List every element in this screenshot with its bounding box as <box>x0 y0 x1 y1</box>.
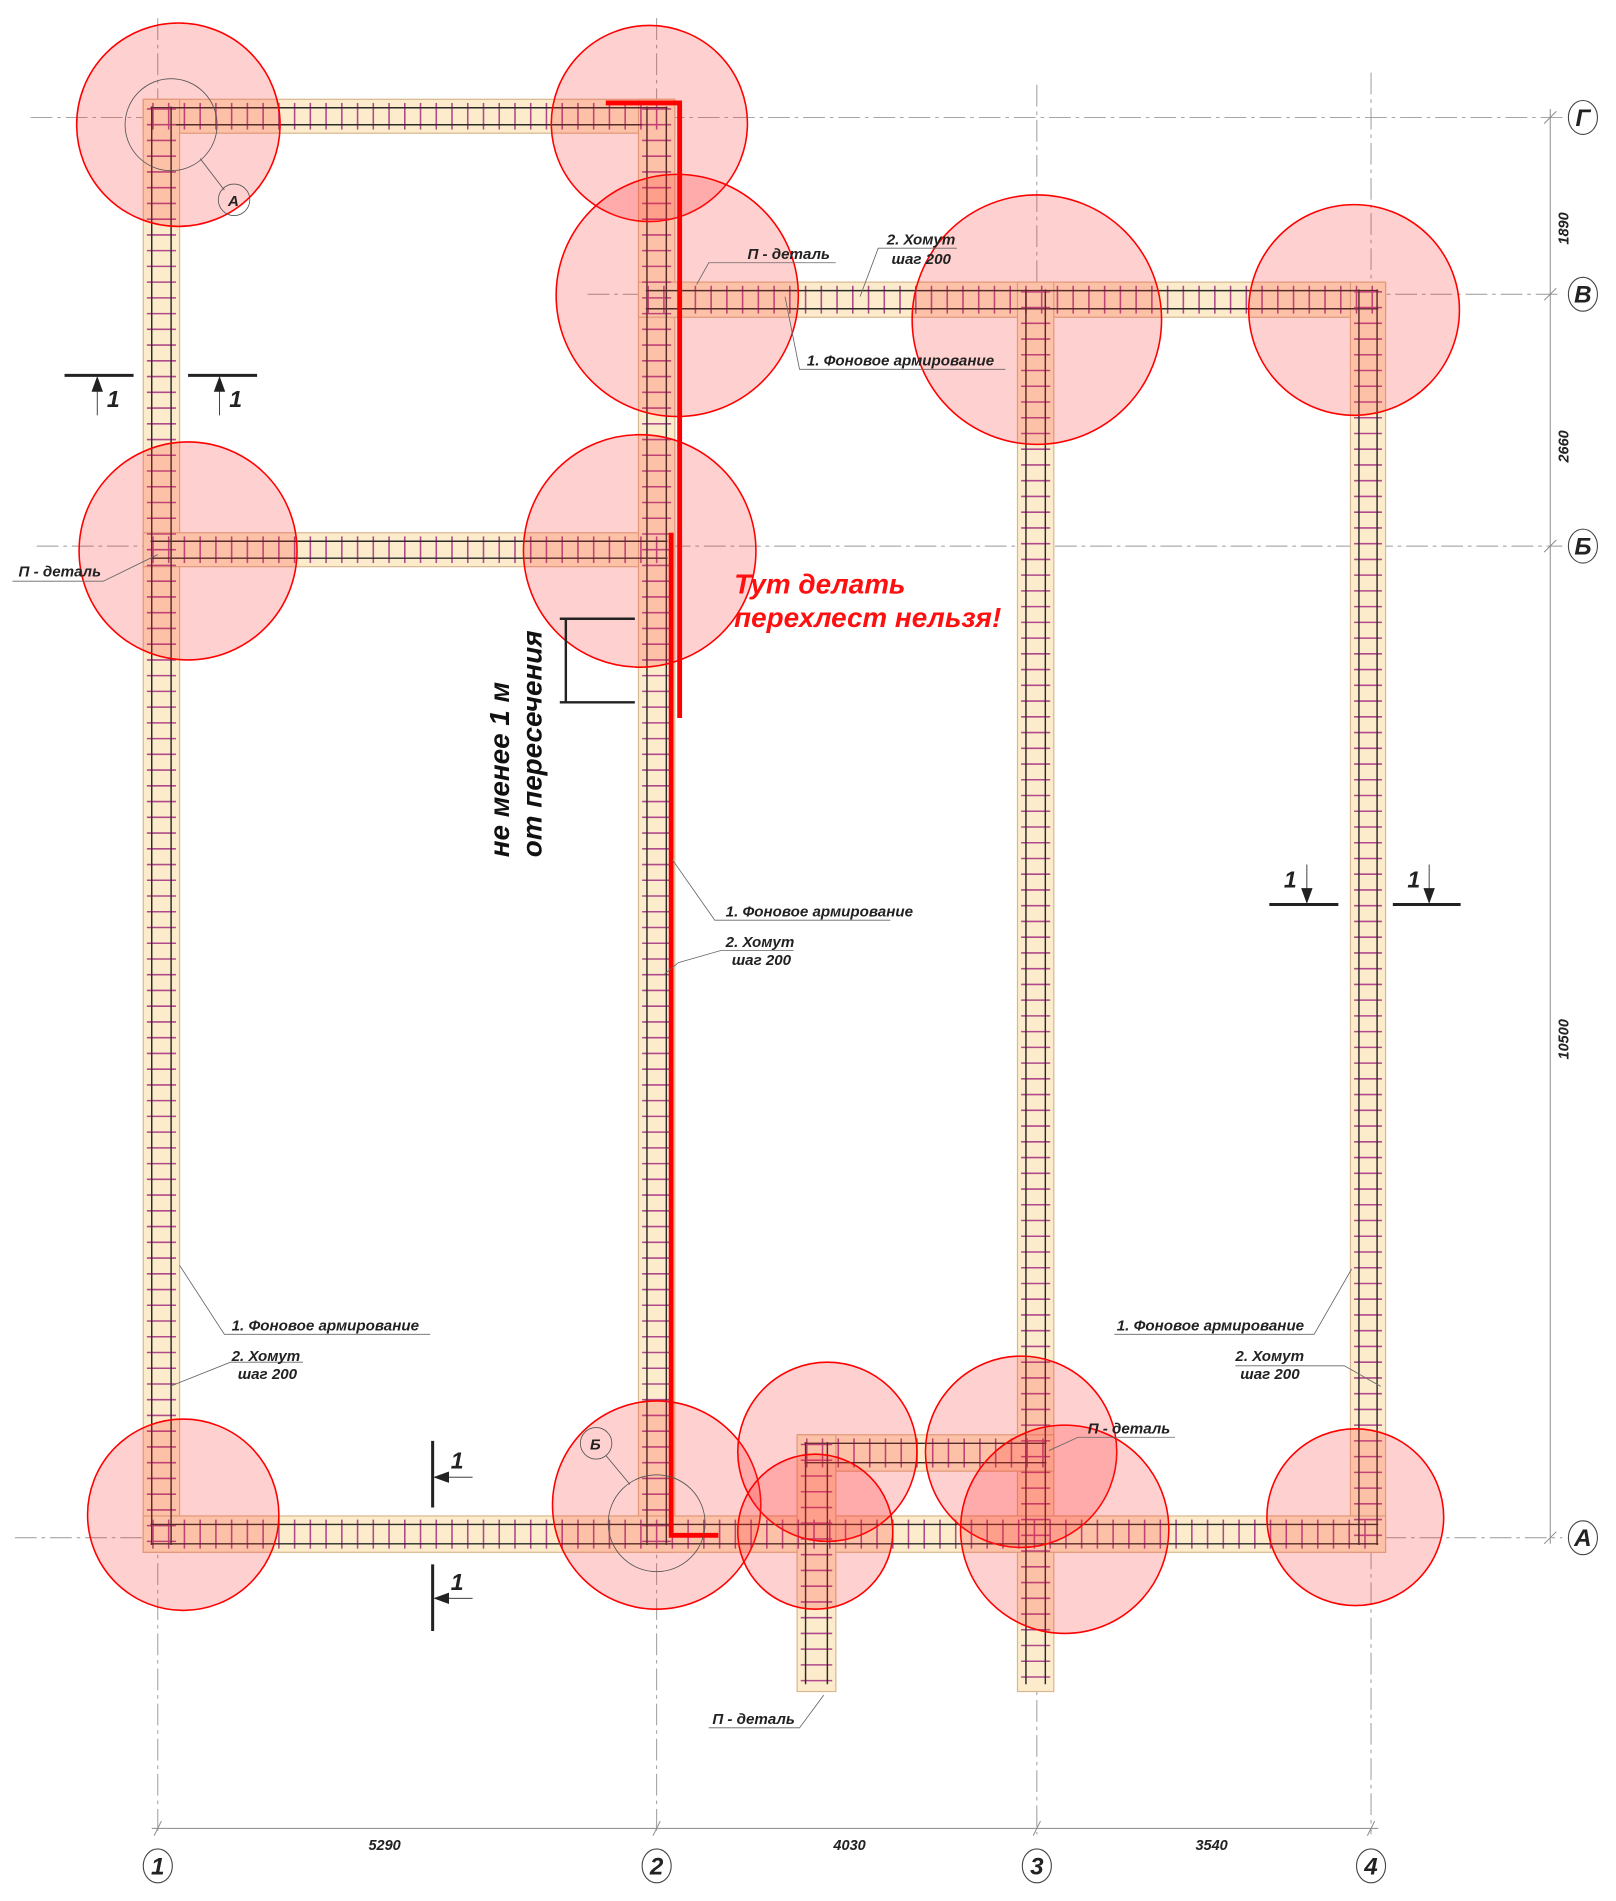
label-stirrup-step: шаг 200 <box>892 251 952 268</box>
rebar-cage <box>150 1519 1379 1549</box>
dim-bottom-2: 4030 <box>832 1838 865 1854</box>
warning-line-1: Тут делать <box>734 568 905 599</box>
label-background-rebar: 1. Фоновое армирование <box>1117 1318 1304 1335</box>
problem-zone-circle <box>86 1418 280 1612</box>
axis-label: Г <box>1576 105 1592 132</box>
problem-zone-circle <box>736 1453 894 1610</box>
node-a-label: А <box>227 193 239 210</box>
label-stirrup-step: шаг 200 <box>1240 1366 1300 1383</box>
problem-zone-circle <box>959 1424 1170 1635</box>
foundation-walls <box>142 98 1387 1693</box>
section-marks <box>64 373 1461 1631</box>
wrong-overlap-rebar <box>605 100 719 1538</box>
label-background-rebar: 1. Фоновое армирование <box>726 904 913 921</box>
axis-label: 2 <box>649 1853 664 1880</box>
axis-bubble <box>1355 1848 1387 1884</box>
dim-bottom-1: 5290 <box>368 1838 400 1854</box>
axis-label: 1 <box>151 1853 164 1880</box>
rebar-cage <box>146 106 176 1546</box>
label-stirrup: 2. Хомут <box>231 1348 301 1365</box>
min-distance-bracket <box>559 617 635 704</box>
dim-right-2: 2660 <box>1556 430 1572 463</box>
node-b-callout <box>579 1427 706 1573</box>
rebar-cage <box>800 1442 833 1685</box>
label-p-detail: П - деталь <box>712 1711 795 1728</box>
axis-label: В <box>1574 282 1591 309</box>
axis-label: 4 <box>1363 1853 1378 1880</box>
axis-label: Б <box>1574 534 1591 561</box>
dim-right-3: 10500 <box>1556 1019 1572 1059</box>
wall-segment <box>142 98 181 1553</box>
label-stirrup-step: шаг 200 <box>732 952 792 969</box>
problem-zone-circle <box>911 194 1163 446</box>
wall-segment <box>637 281 1387 318</box>
right-dimension-line <box>1543 108 1557 1545</box>
dim-bottom-3: 3540 <box>1195 1838 1227 1854</box>
problem-zone-circle <box>924 1355 1118 1549</box>
problem-zone-circle <box>736 1361 918 1543</box>
label-p-detail: П - деталь <box>19 563 102 580</box>
dim-right-1: 1890 <box>1556 212 1572 244</box>
section-label: 1 <box>451 1448 464 1474</box>
axis-label: А <box>1573 1525 1591 1552</box>
section-label: 1 <box>1284 867 1297 893</box>
rebar-cage <box>804 1438 1047 1468</box>
label-stirrup: 2. Хомут <box>1234 1348 1304 1365</box>
section-label: 1 <box>451 1569 464 1595</box>
problem-zone-circle <box>78 441 298 661</box>
note-line-1: не менее 1 м <box>484 681 515 857</box>
label-p-detail: П - деталь <box>747 246 830 263</box>
label-p-detail: П - деталь <box>1088 1421 1171 1438</box>
problem-zone-circle <box>551 1400 762 1610</box>
section-label: 1 <box>1407 867 1420 893</box>
problem-zone-circle <box>1266 1427 1445 1607</box>
rebar-cage <box>642 106 672 1546</box>
note-line-2: от пересечения <box>517 630 548 857</box>
axis-bubbles: 1 2 3 4 Г В Б А <box>142 99 1599 1884</box>
bottom-dimension-line <box>151 1820 1379 1836</box>
problem-zone-circles <box>75 22 1461 1635</box>
node-b-label: Б <box>590 1436 601 1453</box>
leader-lines <box>12 247 1381 1729</box>
label-background-rebar: 1. Фоновое армирование <box>232 1318 419 1335</box>
axis-bubble <box>1567 1520 1599 1556</box>
label-background-rebar: 1. Фоновое армирование <box>807 353 994 370</box>
axis-bubble <box>1567 99 1599 135</box>
wall-segment <box>142 1515 1387 1553</box>
axis-bubble <box>641 1848 672 1884</box>
axis-bubble <box>142 1848 173 1884</box>
rebar-cage <box>1354 289 1382 1546</box>
label-stirrup: 2. Хомут <box>886 232 956 249</box>
rebar-cage <box>150 536 668 564</box>
problem-zone-circle <box>75 22 281 228</box>
problem-zone-circle <box>550 24 749 223</box>
label-stirrup: 2. Хомут <box>725 934 795 951</box>
problem-zone-circle <box>1247 203 1461 417</box>
label-stirrup-step: шаг 200 <box>238 1366 298 1383</box>
axis-bubble <box>1021 1848 1052 1884</box>
axis-bubble <box>1567 528 1599 564</box>
problem-zone-circle <box>522 433 757 668</box>
axis-label: 3 <box>1030 1853 1044 1880</box>
warning-line-2: перехлест нельзя! <box>734 602 1001 633</box>
node-a-callout <box>124 78 251 216</box>
axis-bubble <box>1567 276 1599 312</box>
rebar-cage <box>1021 289 1051 1685</box>
section-label: 1 <box>229 386 242 412</box>
section-label: 1 <box>107 386 120 412</box>
